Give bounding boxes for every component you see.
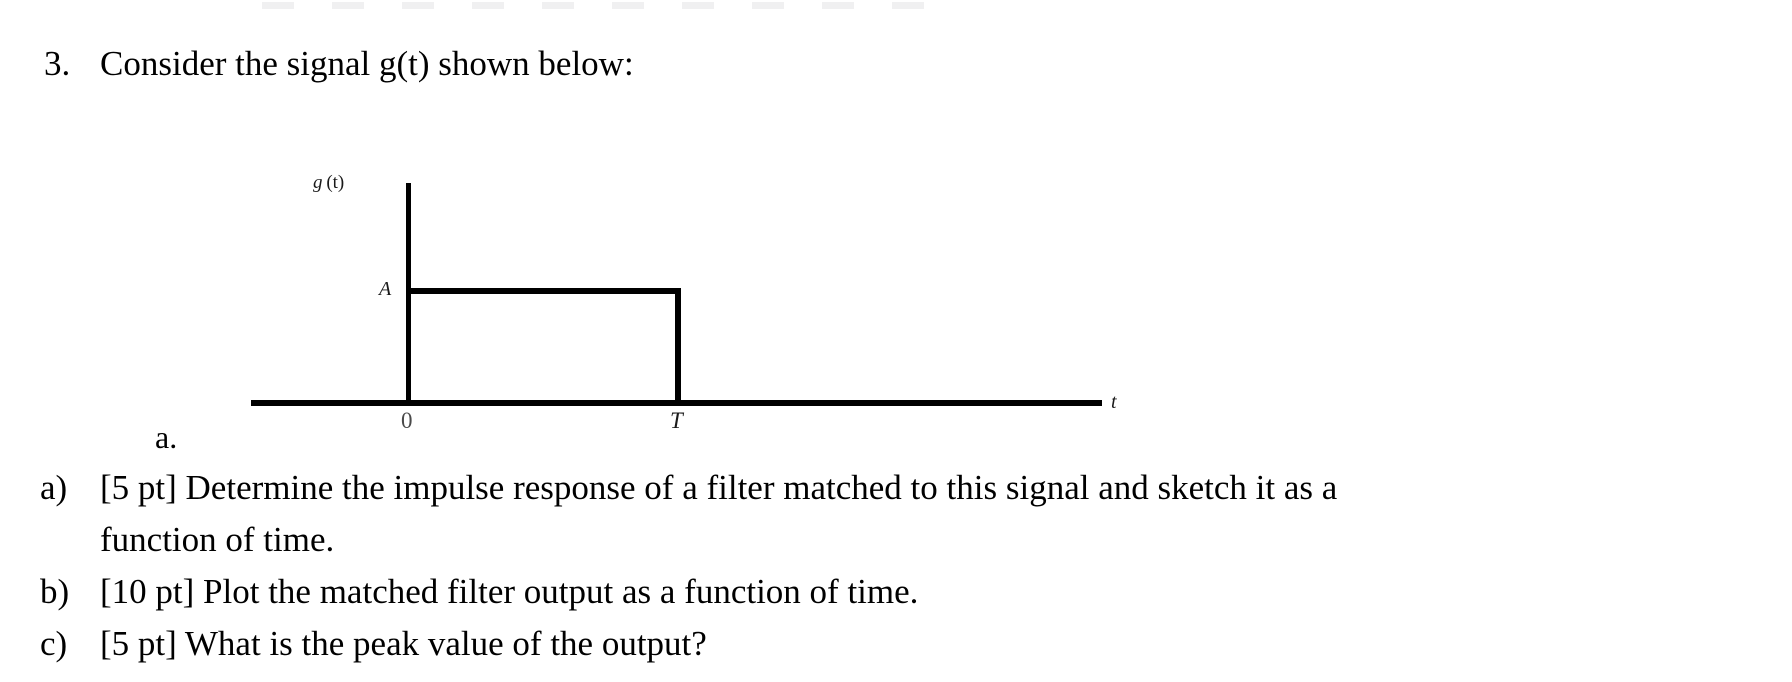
- problem-stem: Consider the signal g(t) shown below:: [100, 44, 634, 83]
- y-axis-label-name: g: [313, 172, 323, 193]
- pulse-falling-edge: [675, 288, 681, 406]
- question-text-c: [5 pt] What is the peak value of the out…: [100, 624, 707, 663]
- y-axis-line: [406, 183, 411, 406]
- question-list: a) [5 pt] Determine the impulse response…: [40, 462, 1600, 670]
- scan-artifact: [250, 2, 950, 9]
- duration-tick-label: T: [670, 408, 683, 433]
- problem-number: 3.: [44, 44, 71, 83]
- pulse-top-edge: [406, 288, 681, 294]
- y-axis-label-arg: (t): [326, 172, 345, 193]
- question-marker-c: c): [40, 624, 68, 663]
- question-continuation-a: function of time.: [100, 520, 335, 559]
- origin-tick-label: 0: [401, 408, 413, 433]
- x-axis-label: t: [1111, 391, 1117, 413]
- y-axis-label: g (t): [313, 172, 344, 194]
- amplitude-label: A: [379, 278, 392, 300]
- question-text-b: [10 pt] Plot the matched filter output a…: [100, 572, 919, 611]
- question-item-a: a) [5 pt] Determine the impulse response…: [40, 462, 1600, 566]
- question-marker-b: b): [40, 572, 70, 611]
- signal-figure: g (t) A 0 T t: [251, 150, 1131, 433]
- question-marker-a: a): [40, 468, 68, 507]
- question-item-b: b) [10 pt] Plot the matched filter outpu…: [40, 566, 1600, 618]
- question-item-c: c) [5 pt] What is the peak value of the …: [40, 618, 1600, 670]
- question-text-a: [5 pt] Determine the impulse response of…: [100, 468, 1338, 507]
- problem-statement: 3. Consider the signal g(t) shown below:: [44, 42, 1544, 86]
- stray-sublabel: a.: [155, 419, 178, 455]
- figure-canvas: g (t) A 0 T t: [251, 150, 1131, 433]
